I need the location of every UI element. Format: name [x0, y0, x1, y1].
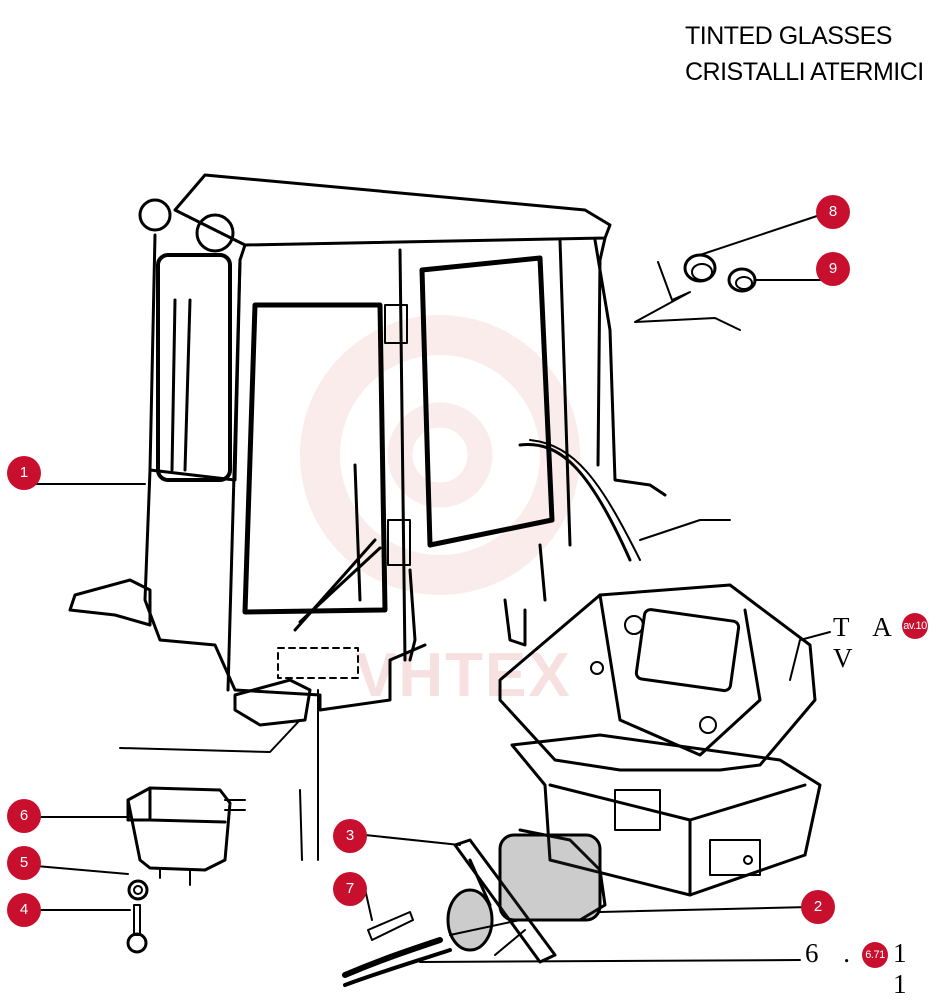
- diagram-title-italian: CRISTALLI ATERMICI: [685, 58, 924, 86]
- control-console: [498, 583, 817, 772]
- socket-housing: [498, 833, 602, 922]
- diagram-title-english: TINTED GLASSES: [685, 22, 892, 50]
- console-base-tray: [510, 733, 822, 897]
- cab-step-right: [233, 678, 312, 727]
- callout-7: 7: [333, 872, 367, 906]
- cab-frame: [143, 233, 427, 712]
- front-window: [242, 302, 388, 615]
- left-window: [156, 253, 232, 482]
- side-window: [419, 255, 555, 548]
- tav-label: T A V: [833, 612, 900, 673]
- callout-9: 9: [816, 252, 850, 286]
- work-lamp-right: [195, 213, 235, 253]
- watermark-gear-icon: [300, 315, 580, 595]
- bolt-7: [367, 911, 414, 941]
- relay: [126, 786, 232, 872]
- callout-8: 8: [816, 195, 850, 229]
- callout-6: 6: [7, 799, 41, 833]
- tav-badge: av.10: [902, 613, 928, 639]
- page-ref-suffix: 1 1: [893, 938, 916, 999]
- socket-plate: [453, 838, 557, 964]
- work-lamp-left: [138, 198, 172, 232]
- nut: [127, 879, 149, 901]
- wiring-harness: [342, 937, 443, 978]
- screw-4: [133, 904, 141, 936]
- callout-5: 5: [7, 846, 41, 880]
- wiper: [293, 463, 382, 632]
- callout-1: 1: [7, 456, 41, 490]
- page-ref-badge: 6.71: [862, 942, 888, 968]
- page-ref-prefix: 6 .: [805, 938, 859, 968]
- callout-2: 2: [801, 890, 835, 924]
- callout-3: 3: [333, 819, 367, 853]
- cab-step-left: [68, 578, 152, 627]
- callout-4: 4: [7, 893, 41, 927]
- cab-roof: [173, 173, 612, 247]
